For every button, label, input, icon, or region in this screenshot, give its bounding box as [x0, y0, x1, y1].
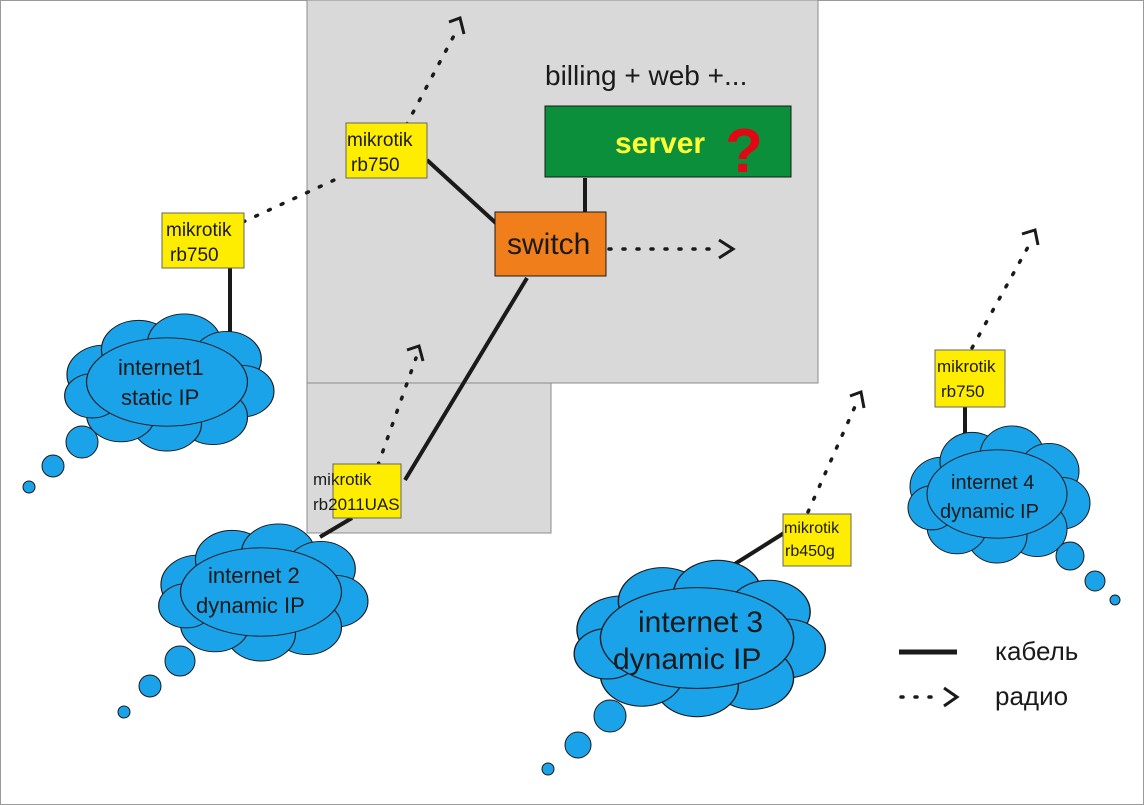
cable-switch-r3 [403, 276, 529, 482]
question-mark-icon: ? [725, 117, 763, 186]
radio-arrowhead-r5 [1021, 228, 1040, 246]
radio-arrowheads [406, 16, 1040, 409]
cloud-internet3-line2: dynamic IP [613, 643, 761, 676]
radio-r5-up [970, 236, 1035, 350]
router-r5: mikrotik rb750 [934, 349, 1006, 408]
cloud-internet3 [541, 559, 827, 776]
router-r1: mikrotik rb750 [161, 212, 245, 269]
radio-r3-up [376, 356, 418, 467]
cloud-internet1-line2: static IP [121, 385, 199, 410]
header-note: billing + web +... [545, 60, 747, 91]
router-model: rb2011UAS [313, 495, 400, 514]
radio-r4-up [806, 400, 859, 514]
legend: кабель радио [899, 636, 1078, 711]
router-r2: mikrotik rb750 [345, 122, 428, 179]
cloud-internet3-line1: internet 3 [638, 606, 763, 639]
cloud-internet1 [22, 313, 275, 494]
cloud-internet1-line1: internet1 [118, 355, 204, 380]
radio-arrowhead-r2 [448, 16, 466, 35]
cable-r2-switch [425, 158, 500, 227]
cloud-internet2-line1: internet 2 [208, 563, 300, 588]
radio-arrowhead-switch [718, 238, 736, 260]
cable-r3-cloud2 [318, 516, 354, 539]
cloud-internet2 [117, 523, 369, 719]
radio-r1-r2 [241, 174, 345, 224]
router-model: rb750 [941, 382, 984, 401]
cloud-internet4-line1: internet 4 [951, 472, 1034, 494]
cloud-internet4-line2: dynamic IP [940, 501, 1039, 523]
router-model: rb450g [785, 543, 835, 560]
switch-box [494, 211, 607, 277]
legend-radio-label: радио [995, 681, 1068, 711]
router-label: mikrotik [313, 470, 372, 489]
radio-arrowhead-r3 [406, 344, 425, 362]
server-box [544, 105, 792, 178]
router-model: rb750 [170, 245, 219, 266]
radio-links [241, 26, 1035, 514]
office-zone-main [306, 0, 819, 384]
router-r3: mikrotik rb2011UAS [313, 463, 402, 519]
cloud-internet4 [907, 425, 1121, 606]
router-label: mikrotik [166, 220, 232, 241]
router-r4: mikrotik rb450g [782, 513, 852, 567]
switch-label: switch [507, 228, 590, 261]
router-label: mikrotik [784, 520, 840, 537]
legend-cable-label: кабель [995, 636, 1078, 666]
cloud-internet2-line2: dynamic IP [196, 593, 305, 618]
router-label: mikrotik [347, 130, 413, 151]
legend-radio-arrowhead [943, 686, 960, 708]
radio-arrowhead-r4 [849, 389, 866, 409]
router-label: mikrotik [937, 357, 996, 376]
router-model: rb750 [351, 155, 400, 176]
radio-r2-up [391, 26, 460, 152]
server-label: server [615, 127, 705, 160]
